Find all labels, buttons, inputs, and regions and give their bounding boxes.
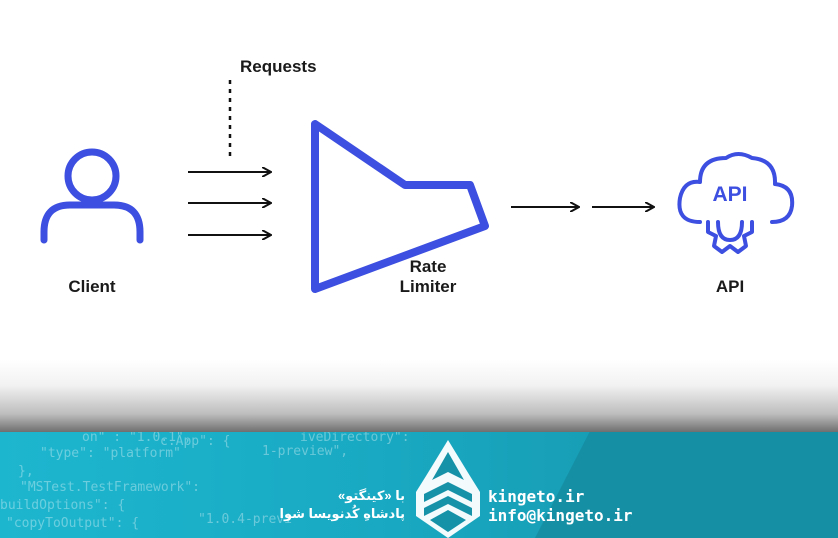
code-line: c.App": { (160, 434, 231, 449)
footer-banner: on" : "1.0.1", c.App": { iveDirectory": … (0, 432, 838, 538)
code-line: on" : "1.0.1", (82, 432, 192, 445)
funnel-icon (311, 120, 489, 293)
footer-shadow (0, 360, 838, 432)
email-text[interactable]: info@kingeto.ir (488, 506, 633, 525)
api-cloud-gear-icon: API (677, 152, 795, 254)
kingeto-logo-icon (416, 440, 480, 538)
diagram-svg: API (40, 80, 795, 293)
code-line: iveDirectory": (300, 432, 410, 445)
code-line: "type": "platform" (40, 446, 181, 461)
code-line: "MSTest.TestFramework": (20, 480, 201, 495)
rate-limiter-label-line1: Rate (409, 257, 447, 276)
requests-label: Requests (240, 57, 317, 76)
code-line: buildOptions": { (0, 498, 126, 513)
code-line: 1-preview", (262, 444, 349, 459)
code-line: "1.0.4-previ (198, 512, 292, 527)
persian-slogan-line1: با «کینگتو» (337, 488, 405, 503)
code-line: "copyToOutput": { (6, 516, 140, 531)
user-icon (40, 148, 144, 244)
site-text[interactable]: kingeto.ir (488, 487, 585, 506)
client-label: Client (68, 277, 116, 296)
persian-slogan-line2: پادشاهِ کُدنویسا شوا (279, 506, 405, 521)
api-cloud-text: API (712, 183, 747, 206)
api-label: API (715, 277, 745, 296)
footer-dark-panel (535, 432, 838, 538)
code-line: }, (18, 464, 34, 479)
rate-limiter-label-line2: Limiter (399, 277, 457, 296)
